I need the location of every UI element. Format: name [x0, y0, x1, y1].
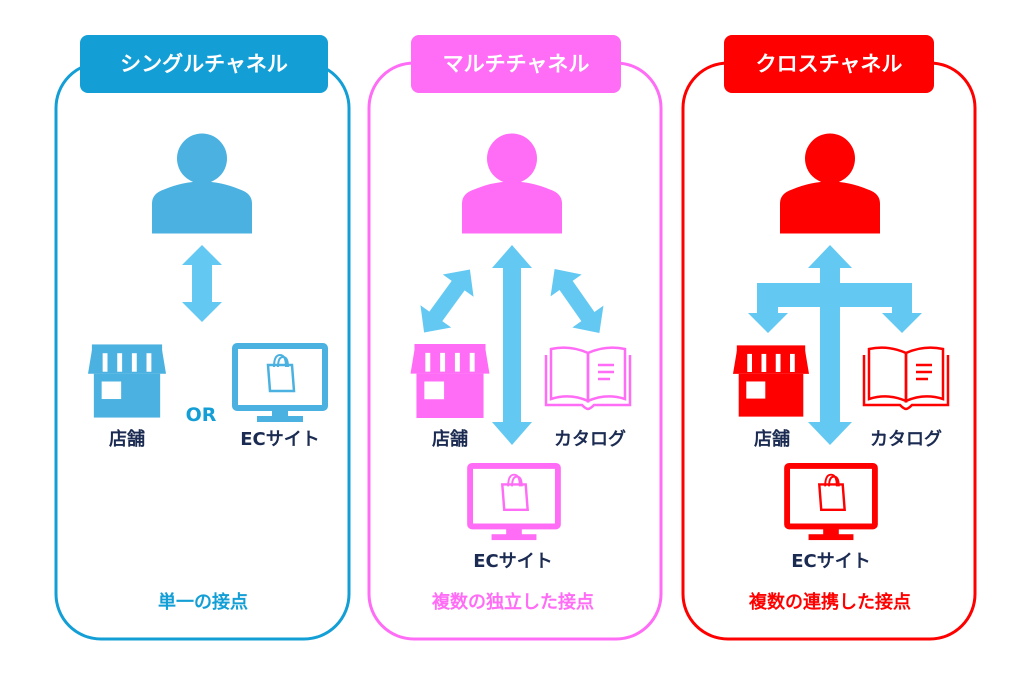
customer-icon	[462, 133, 562, 234]
ec-site-monitor-icon	[787, 466, 875, 540]
title-tab	[80, 35, 328, 93]
ec-site-monitor-icon	[470, 466, 558, 540]
catalog-icon	[862, 346, 950, 411]
title-tab	[411, 35, 621, 93]
catalog-label: カタログ	[554, 428, 626, 450]
panel-multi-channel: マルチチャネル 店舗 カタログ ECサイト 複数の独立した接点	[367, 35, 663, 641]
summary-text: 複数の独立した接点	[431, 591, 594, 613]
title-tab	[724, 35, 934, 93]
ec-site-label: ECサイト	[791, 551, 871, 572]
right-diagonal-arrow-icon	[550, 269, 604, 333]
ec-site-label: ECサイト	[240, 429, 320, 450]
ec-site-monitor-icon	[235, 346, 325, 422]
left-diagonal-arrow-icon	[420, 269, 474, 333]
store-icon	[733, 345, 809, 417]
vertical-arrow-icon	[492, 245, 532, 445]
store-icon	[88, 344, 166, 418]
or-text: OR	[186, 404, 217, 426]
summary-text: 複数の連携した接点	[748, 591, 911, 613]
catalog-icon	[544, 346, 632, 411]
catalog-label: カタログ	[870, 428, 942, 450]
customer-icon	[780, 133, 880, 234]
store-label: 店舗	[754, 428, 790, 450]
customer-icon	[152, 133, 252, 234]
summary-text: 単一の接点	[158, 591, 248, 613]
panel-single-channel: シングルチャネル OR 店舗 ECサイト 単一の接点	[54, 35, 351, 641]
store-icon	[410, 344, 490, 418]
store-label: 店舗	[109, 428, 145, 450]
t-shaped-arrow-icon	[748, 245, 922, 445]
ec-site-label: ECサイト	[473, 551, 553, 572]
panel-title: マルチチャネル	[443, 52, 590, 76]
panel-title: シングルチャネル	[120, 52, 288, 76]
bidirectional-arrow-icon	[182, 245, 222, 322]
panel-cross-channel: クロスチャネル 店舗 カタログ ECサイト 複数の連携した接点	[681, 35, 977, 641]
panel-title: クロスチャネル	[756, 52, 903, 76]
store-label: 店舗	[432, 428, 468, 450]
